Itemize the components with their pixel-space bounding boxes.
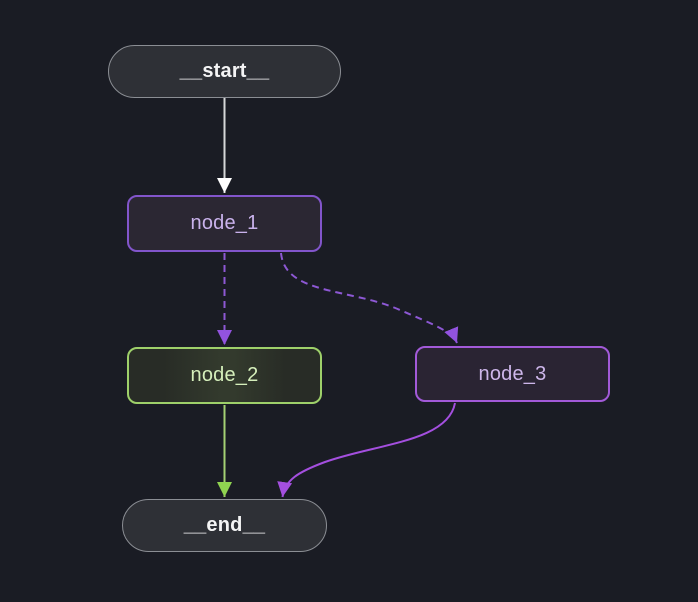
node-node2[interactable]: node_2 (127, 347, 322, 404)
node-end[interactable]: __end__ (122, 499, 327, 552)
node-node1[interactable]: node_1 (127, 195, 322, 252)
node-node1-label: node_1 (190, 212, 259, 234)
edge-node1-to-node3 (280, 252, 459, 344)
node-node3[interactable]: node_3 (415, 346, 610, 402)
node-node3-label: node_3 (478, 362, 547, 385)
edge-node3-to-end (277, 402, 456, 498)
node-node2-label: node_2 (190, 364, 259, 386)
node-end-label: __end__ (183, 514, 266, 536)
node-start-label: __start__ (179, 60, 270, 82)
node-start[interactable]: __start__ (108, 45, 341, 98)
